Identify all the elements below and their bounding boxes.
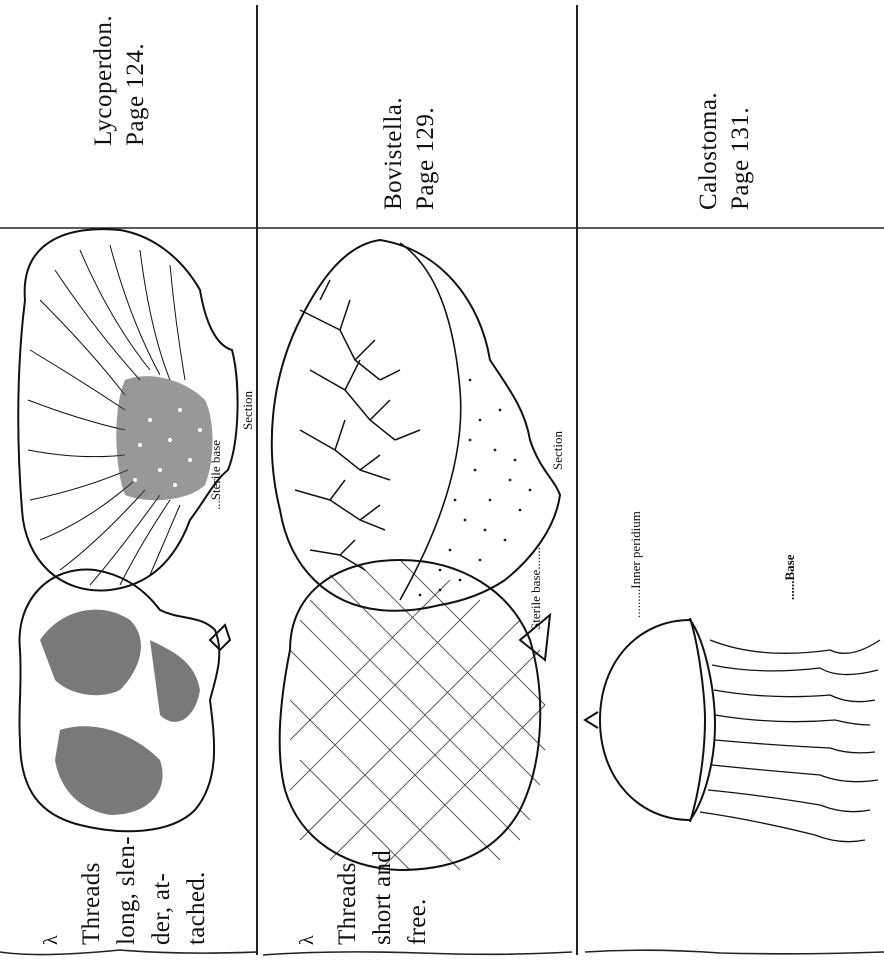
bovistella-genus: Bovistella. (380, 97, 408, 210)
calostoma-page-ref: Page 131. (727, 107, 755, 210)
calostoma-drawing (585, 618, 880, 842)
lycoperdon-page-ref: Page 124. (122, 43, 150, 146)
lycoperdon-sterile-base-label: ...Sterile base (208, 440, 224, 510)
bovistella-desc-line-3: free. (404, 898, 432, 945)
calostoma-base-label: ......Base (782, 555, 798, 601)
bovistella-exterior-drawing (280, 560, 550, 870)
bovistella-section-drawing (272, 240, 560, 611)
lycoperdon-desc-line-4: tached. (183, 871, 211, 945)
calostoma-inner-peridium-label: .........Inner peridium (628, 511, 644, 618)
calostoma-genus: Calostoma. (695, 92, 723, 210)
bovistella-section-label: Section (550, 431, 566, 470)
lycoperdon-desc-line-3: der, at- (148, 873, 176, 945)
lycoperdon-desc-line-1: Threads (78, 862, 106, 945)
bovistella-mark: λ (296, 935, 319, 945)
lycoperdon-section-label: Section (240, 391, 256, 430)
lycoperdon-section-drawing (18, 229, 237, 590)
bovistella-desc-line-1: Threads (334, 862, 362, 945)
lycoperdon-mark: λ (40, 935, 63, 945)
lycoperdon-exterior-drawing (19, 570, 230, 832)
bovistella-page-ref: Page 129. (412, 107, 440, 210)
lycoperdon-desc-line-2: long, slen- (113, 836, 141, 945)
bovistella-desc-line-2: short and (369, 850, 397, 945)
bovistella-sterile-base-label: Sterile base....... (528, 547, 544, 630)
lycoperdon-genus: Lycoperdon. (90, 15, 118, 146)
